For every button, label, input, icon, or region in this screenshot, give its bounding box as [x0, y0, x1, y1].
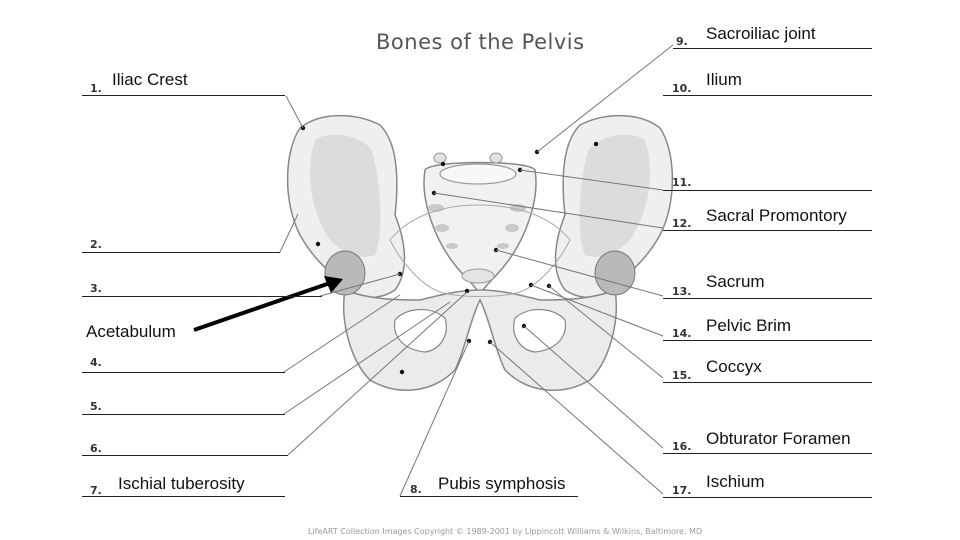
item-number-15: 15. [672, 369, 692, 382]
item-number-8: 8. [410, 483, 422, 496]
answer-sacroiliac-joint: Sacroiliac joint [706, 24, 816, 44]
item-number-2: 2. [90, 238, 102, 251]
answer-line-17 [663, 497, 872, 498]
answer-ischium: Ischium [706, 472, 765, 492]
item-number-9: 9. [676, 35, 688, 48]
answer-sacral-promontory: Sacral Promontory [706, 206, 847, 226]
answer-line-6 [82, 455, 288, 456]
copyright-credit: LifeART Collection Images Copyright © 19… [308, 527, 702, 536]
answer-line-16 [663, 453, 872, 454]
answer-obturator-foramen: Obturator Foramen [706, 429, 851, 449]
answer-coccyx: Coccyx [706, 357, 762, 377]
answer-pubis-symphosis: Pubis symphosis [438, 474, 566, 494]
answer-ischial-tuberosity: Ischial tuberosity [118, 474, 245, 494]
item-number-11: 11. [672, 176, 692, 189]
answer-iliac-crest: Iliac Crest [112, 70, 188, 90]
item-number-3: 3. [90, 282, 102, 295]
acetabulum-label: Acetabulum [86, 322, 176, 342]
answer-line-3 [82, 296, 322, 297]
item-number-5: 5. [90, 400, 102, 413]
answer-ilium: Ilium [706, 70, 742, 90]
item-number-10: 10. [672, 82, 692, 95]
answer-line-14 [663, 340, 872, 341]
answer-line-4 [82, 372, 285, 373]
answer-line-13 [663, 298, 872, 299]
item-number-16: 16. [672, 440, 692, 453]
answer-line-10 [663, 95, 872, 96]
answer-line-8 [400, 496, 578, 497]
item-number-4: 4. [90, 356, 102, 369]
item-number-1: 1. [90, 82, 102, 95]
answer-line-1 [82, 95, 285, 96]
answer-line-12 [663, 230, 872, 231]
item-number-17: 17. [672, 484, 692, 497]
item-number-13: 13. [672, 285, 692, 298]
item-number-6: 6. [90, 442, 102, 455]
answer-line-9 [673, 48, 872, 49]
item-number-14: 14. [672, 327, 692, 340]
answer-line-5 [82, 414, 285, 415]
answer-line-15 [663, 382, 872, 383]
answer-line-2 [82, 252, 280, 253]
answer-pelvic-brim: Pelvic Brim [706, 316, 791, 336]
answer-line-11 [663, 190, 872, 191]
answer-sacrum: Sacrum [706, 272, 765, 292]
answer-line-7 [82, 496, 285, 497]
item-number-12: 12. [672, 217, 692, 230]
